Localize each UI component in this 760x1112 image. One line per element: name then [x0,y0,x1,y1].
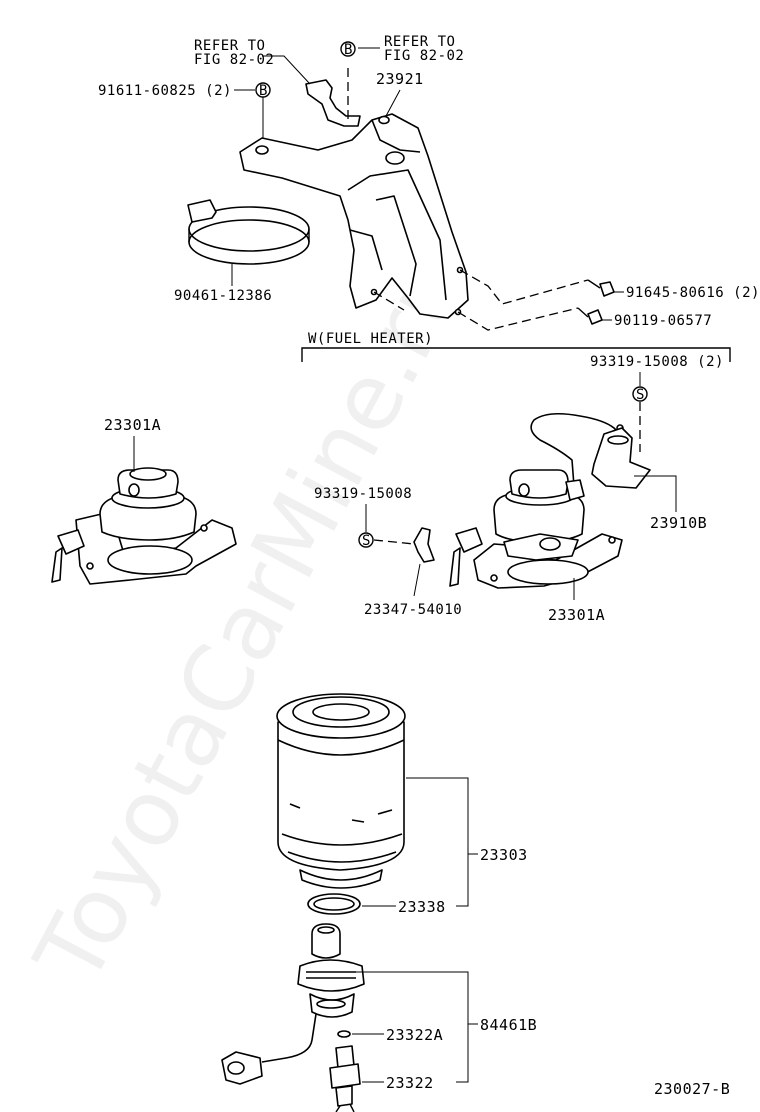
label-23301A-left: 23301A [104,416,161,472]
pump-right-drawing [449,469,623,589]
svg-text:23301A: 23301A [104,416,161,434]
section-header-fuel-heater: W(FUEL HEATER) [301,331,731,362]
svg-text:FIG 82-02: FIG 82-02 [384,48,464,64]
diagram-id: 230027-B [654,1080,730,1098]
svg-text:91645-80616 (2): 91645-80616 (2) [626,285,760,301]
svg-text:23322A: 23322A [386,1026,443,1044]
svg-text:B: B [259,83,268,99]
svg-text:23910B: 23910B [650,514,707,532]
label-90461-12386: 90461-12386 [174,264,272,304]
label-23347-54010: 23347-54010 [364,563,462,618]
svg-text:23338: 23338 [398,898,446,916]
label-93319-15008: 93319-15008 S [314,486,415,549]
svg-text:93319-15008 (2): 93319-15008 (2) [590,354,724,370]
svg-text:FIG 82-02: FIG 82-02 [194,52,274,68]
label-91611-60825: 91611-60825 (2) B [98,82,271,138]
sensor-23322-drawing [329,1045,361,1112]
label-91645-80616: 91645-80616 (2) [614,285,760,301]
svg-text:S: S [636,387,645,403]
svg-text:REFER TO: REFER TO [384,34,455,50]
svg-text:23322: 23322 [386,1074,434,1092]
band-90461-drawing [187,199,310,265]
bolt-91645-drawing [587,279,615,297]
filter-23303-drawing [276,693,406,889]
label-84461B: 84461B [356,971,537,1083]
label-23322: 23322 [362,1074,434,1092]
bracket-23921-drawing [239,79,469,319]
svg-text:84461B: 84461B [480,1016,537,1034]
svg-text:S: S [362,533,371,549]
pump-left-drawing [51,467,237,585]
clip-23347-drawing [413,527,435,563]
label-23303: 23303 [406,777,528,907]
label-23338: 23338 [362,898,446,916]
svg-text:90461-12386: 90461-12386 [174,288,272,304]
refer-note-right: REFER TO FIG 82-02 [384,34,464,64]
label-23322A: 23322A [352,1026,443,1044]
svg-text:B: B [344,42,353,58]
label-93319-15008-2: 93319-15008 (2) S [590,354,724,452]
marker-b-top: B [340,41,356,58]
svg-text:93319-15008: 93319-15008 [314,486,412,502]
svg-text:23301A: 23301A [548,606,605,624]
svg-text:23921: 23921 [376,70,424,88]
label-23921: 23921 [376,70,424,117]
svg-text:91611-60825 (2): 91611-60825 (2) [98,83,232,99]
label-23301A-right: 23301A [548,578,605,624]
refer-note-left: REFER TO FIG 82-02 [194,38,274,68]
svg-text:23303: 23303 [480,846,528,864]
sensor-84461B-drawing [221,923,365,1085]
svg-text:W(FUEL HEATER): W(FUEL HEATER) [308,331,433,347]
svg-text:90119-06577: 90119-06577 [614,313,712,329]
svg-text:REFER TO: REFER TO [194,38,265,54]
label-90119-06577: 90119-06577 [602,313,712,329]
heater-23910B-drawing [530,412,651,501]
label-23910B: 23910B [634,475,707,532]
watermark-text: ToyotaCarMine.ru [14,240,486,1001]
svg-text:23347-54010: 23347-54010 [364,602,462,618]
bolt-90119-drawing [577,307,603,325]
oring-23322A-drawing [337,1030,351,1038]
oring-23338-drawing [307,893,361,915]
